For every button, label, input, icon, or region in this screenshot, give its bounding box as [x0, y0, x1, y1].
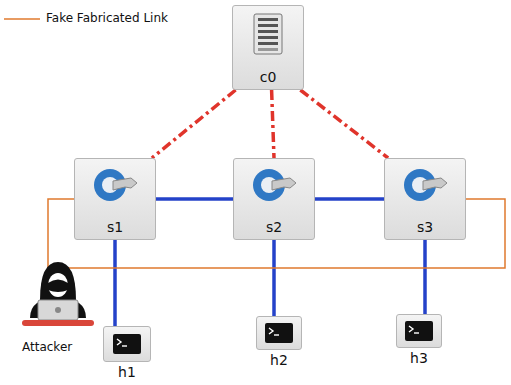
switch-icon: [250, 165, 298, 205]
data-link: [156, 197, 233, 201]
node-label: c0: [233, 69, 303, 85]
switch-node: s3: [384, 158, 466, 240]
terminal-icon: [404, 320, 434, 342]
attacker-figure: [22, 262, 94, 326]
node-label: s2: [234, 219, 314, 235]
control-link: [272, 90, 274, 158]
control-link: [300, 90, 388, 158]
switch-node: s2: [233, 158, 315, 240]
data-link: [113, 240, 117, 326]
data-link: [423, 240, 427, 314]
legend-line-sample: [4, 18, 40, 20]
host-node: h2: [247, 316, 311, 368]
data-link: [272, 240, 276, 316]
control-link: [152, 90, 236, 158]
role-label: Attacker: [22, 340, 72, 354]
host-box: [396, 314, 442, 348]
switch-node: s1: [74, 158, 156, 240]
host-box: [256, 316, 302, 350]
data-link: [315, 197, 384, 201]
node-label: s1: [75, 219, 155, 235]
switch-icon: [401, 165, 449, 205]
legend-text: Fake Fabricated Link: [46, 11, 168, 25]
terminal-icon: [264, 322, 294, 344]
host-box: [103, 326, 151, 362]
node-label: s3: [385, 219, 465, 235]
host-node: h1: [95, 326, 159, 380]
node-label: h3: [387, 350, 451, 366]
node-label: h1: [95, 364, 159, 380]
server-icon: [251, 12, 285, 56]
host-node: h3: [387, 314, 451, 366]
controller-node: c0: [232, 5, 304, 90]
node-label: h2: [247, 352, 311, 368]
terminal-icon: [112, 333, 142, 355]
switch-icon: [91, 165, 139, 205]
